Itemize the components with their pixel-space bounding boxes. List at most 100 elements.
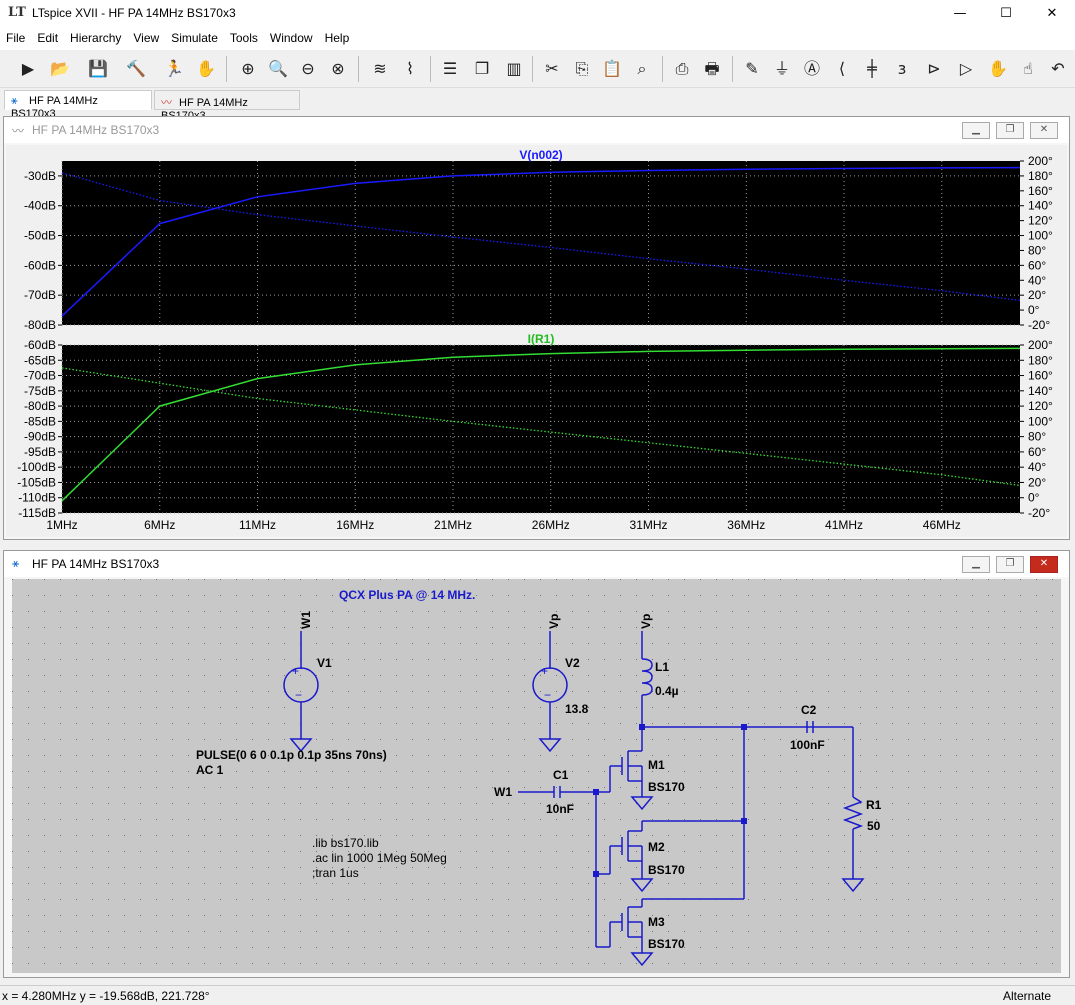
menu-window[interactable]: Window — [269, 31, 313, 45]
print-preview-icon[interactable]: ⎙ — [675, 59, 689, 78]
phase-tick-label: 200° — [1028, 154, 1053, 168]
label-vp1[interactable]: Vp — [547, 614, 561, 629]
tab-waveform[interactable]: 〰HF PA 14MHz BS170x3 — [154, 90, 300, 122]
label-r1-value[interactable]: 50 — [867, 819, 881, 833]
x-tick-label: 41MHz — [825, 518, 863, 532]
tab-schematic[interactable]: ⚹HF PA 14MHz BS170x3 — [4, 90, 152, 120]
spice-directive-lib[interactable]: .lib bs170.lib — [312, 836, 379, 850]
draw-wire-icon[interactable]: ✎ — [745, 59, 759, 78]
minimize-button[interactable]: — — [953, 6, 967, 21]
label-vp2[interactable]: Vp — [639, 614, 653, 629]
label-c2[interactable]: C2 — [801, 703, 817, 717]
label-v2-value[interactable]: 13.8 — [565, 702, 589, 716]
schematic-close-button[interactable]: ✕ — [1030, 556, 1058, 573]
drag-icon[interactable]: ☝ — [1023, 59, 1033, 78]
label-m2-model[interactable]: BS170 — [648, 863, 685, 877]
status-mode: Alternate — [1002, 989, 1051, 1003]
zoom-in-icon[interactable]: ⊕ — [241, 59, 255, 78]
label-m3[interactable]: M3 — [648, 915, 665, 929]
label-r1[interactable]: R1 — [866, 798, 882, 812]
schematic-canvas[interactable]: + − + − QCX Plus PA @ 14 MHz. W1 V1 PULS… — [12, 579, 1061, 973]
close-button[interactable]: ✕ — [1046, 6, 1058, 21]
tile-horizontal-icon[interactable]: ☰ — [442, 59, 458, 78]
x-tick-label: 6MHz — [144, 518, 175, 532]
label-m3-model[interactable]: BS170 — [648, 937, 685, 951]
label-l1-value[interactable]: 0.4µ — [655, 684, 679, 698]
component-icon[interactable]: ▷ — [959, 59, 973, 78]
resistor-icon[interactable]: ⟨ — [838, 59, 846, 78]
menu-help[interactable]: Help — [324, 31, 350, 45]
menu-file[interactable]: File — [6, 31, 26, 45]
cut-icon[interactable]: ✂ — [545, 59, 559, 78]
pan-hand-icon[interactable]: ✋ — [196, 59, 216, 78]
y-tick-label: -40dB — [24, 199, 56, 213]
tile-vertical-icon[interactable]: ▥ — [506, 59, 522, 78]
label-c2-value[interactable]: 100nF — [790, 738, 825, 752]
plot-close-button[interactable]: ✕ — [1030, 122, 1058, 139]
label-m2[interactable]: M2 — [648, 840, 665, 854]
toolbar: ▶ 📂 💾 🔨 🏃 ✋ ⊕ 🔍 ⊖ ⊗ ≋ ⌇ ☰ ❐ ▥ ✂ ⎘ 📋 ⌕ ⎙ … — [0, 50, 1075, 88]
y-tick-label: -105dB — [17, 475, 56, 489]
print-icon[interactable]: 🖶 — [704, 59, 720, 78]
capacitor-icon[interactable]: ╪ — [867, 59, 877, 78]
undo-icon[interactable]: ↶ — [1051, 59, 1065, 78]
plot-minimize-button[interactable]: ▁ — [962, 122, 990, 139]
y-tick-label: -70dB — [24, 369, 56, 383]
waveform-icon: 〰 — [161, 96, 172, 109]
menu-view[interactable]: View — [133, 31, 160, 45]
label-w1-input[interactable]: W1 — [494, 785, 512, 799]
spectrum-icon[interactable]: ⌇ — [406, 59, 414, 78]
phase-tick-label: 140° — [1028, 384, 1053, 398]
label-m1-model[interactable]: BS170 — [648, 780, 685, 794]
control-panel-icon[interactable]: 🔨 — [126, 59, 146, 78]
menu-edit[interactable]: Edit — [37, 31, 59, 45]
plot-window-title: HF PA 14MHz BS170x3 — [32, 123, 160, 137]
magnitude-trace — [61, 166, 1021, 317]
label-l1[interactable]: L1 — [655, 660, 669, 674]
schematic-restore-button[interactable]: ❐ — [996, 556, 1024, 573]
phase-tick-label: 120° — [1028, 214, 1053, 228]
maximize-button[interactable]: ☐ — [1000, 6, 1012, 21]
label-m1[interactable]: M1 — [648, 758, 665, 772]
y-tick-label: -100dB — [17, 460, 56, 474]
y-tick-label: -65dB — [24, 353, 56, 367]
label-c1-value[interactable]: 10nF — [546, 802, 574, 816]
label-net-icon[interactable]: Ⓐ — [803, 59, 820, 78]
autoscale-icon[interactable]: ≋ — [373, 59, 387, 78]
run-man-icon[interactable]: 🏃 — [164, 59, 184, 78]
label-v1-value1[interactable]: PULSE(0 6 0 0.1p 0.1p 35ns 70ns) — [196, 748, 387, 762]
menu-hierarchy[interactable]: Hierarchy — [70, 31, 122, 45]
cascade-icon[interactable]: ❐ — [474, 59, 490, 78]
label-v1-value2[interactable]: AC 1 — [196, 763, 224, 777]
save-icon[interactable]: 💾 — [88, 59, 108, 78]
zoom-cancel-icon[interactable]: ⊗ — [331, 59, 345, 78]
label-c1[interactable]: C1 — [553, 768, 569, 782]
open-folder-icon[interactable]: 📂 — [50, 59, 70, 78]
spice-directive-ac[interactable]: .ac lin 1000 1Meg 50Meg — [312, 851, 447, 865]
schematic-icon: ⚹ — [11, 94, 18, 107]
schematic-minimize-button[interactable]: ▁ — [962, 556, 990, 573]
phase-trace — [61, 172, 1021, 302]
zoom-full-icon[interactable]: 🔍 — [268, 59, 288, 78]
x-tick-label: 26MHz — [532, 518, 570, 532]
menu-tools[interactable]: Tools — [229, 31, 258, 45]
menu-simulate[interactable]: Simulate — [171, 31, 218, 45]
diode-icon[interactable]: ⊳ — [927, 59, 941, 78]
label-v1[interactable]: V1 — [317, 656, 332, 670]
plot-area[interactable]: -30dB-40dB-50dB-60dB-70dB-80dB200°180°16… — [6, 145, 1067, 537]
plot-pane-1 — [62, 161, 1020, 325]
ground-icon[interactable]: ⏚ — [773, 59, 790, 78]
move-icon[interactable]: ✋ — [988, 59, 1008, 78]
find-icon[interactable]: ⌕ — [637, 59, 647, 78]
label-w1-top[interactable]: W1 — [299, 611, 313, 629]
copy-icon[interactable]: ⎘ — [575, 59, 589, 78]
paste-icon[interactable]: 📋 — [602, 59, 622, 78]
label-v2[interactable]: V2 — [565, 656, 580, 670]
phase-tick-label: 60° — [1028, 258, 1046, 272]
zoom-out-icon[interactable]: ⊖ — [301, 59, 315, 78]
run-icon[interactable]: ▶ — [21, 59, 35, 78]
plot-restore-button[interactable]: ❐ — [996, 122, 1024, 139]
inductor-icon[interactable]: ɜ — [897, 59, 907, 78]
spice-directive-tran[interactable]: ;tran 1us — [312, 866, 359, 880]
schematic-comment[interactable]: QCX Plus PA @ 14 MHz. — [339, 588, 475, 602]
